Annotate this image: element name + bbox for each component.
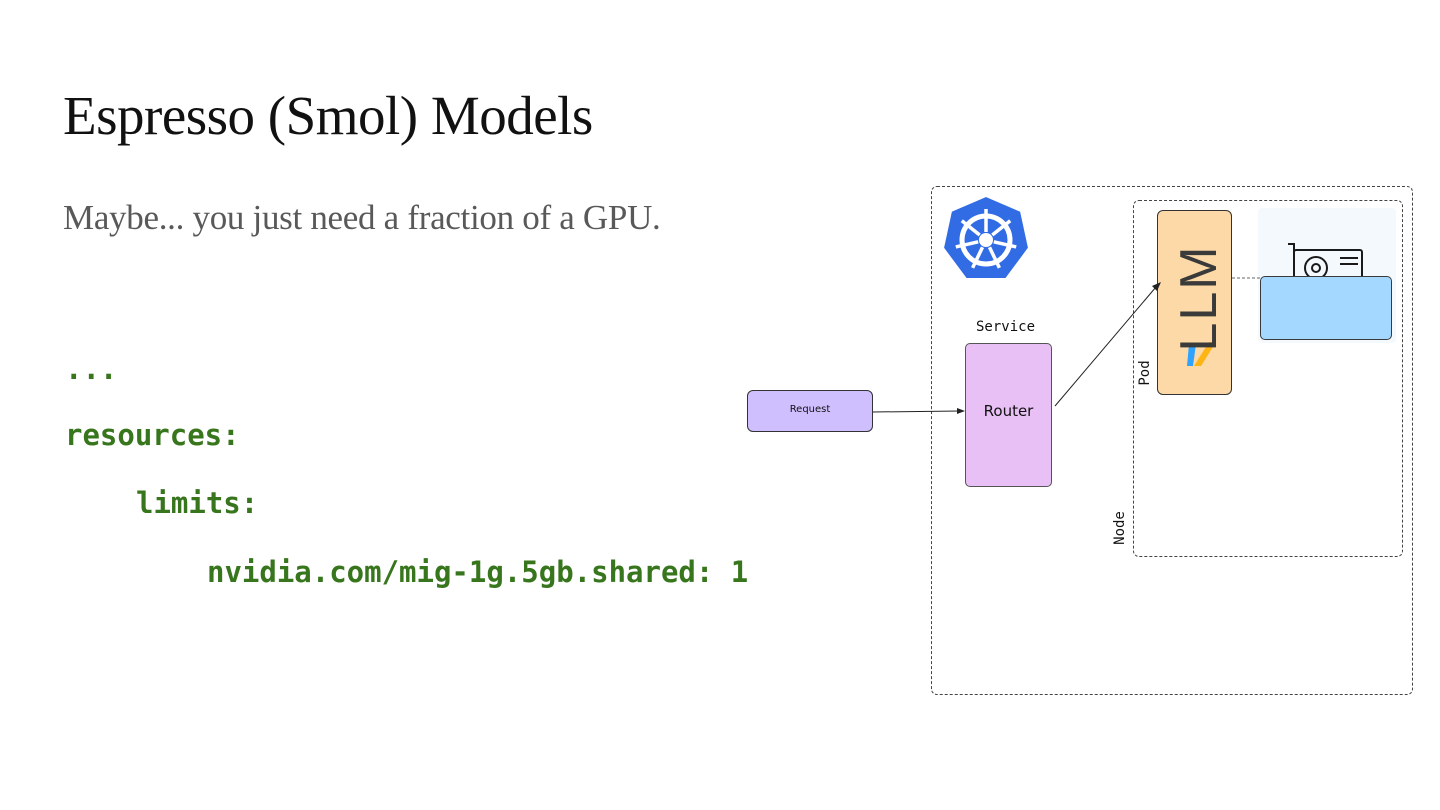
slide-title: Espresso (Smol) Models [63, 85, 593, 146]
node-boundary [1133, 200, 1403, 557]
code-line-ellipsis: ... [65, 352, 118, 386]
router-label: Router [983, 402, 1034, 420]
router-to-pod-arrow [1054, 286, 1157, 407]
cluster-boundary [931, 186, 1413, 695]
code-line-gpu-limit: nvidia.com/mig-1g.5gb.shared: 1 [207, 555, 749, 589]
request-label: Request [789, 404, 831, 415]
gpu-mig-slice [1260, 276, 1392, 340]
llm-label: LLM [1170, 244, 1228, 352]
code-line-limits: limits: [136, 486, 259, 520]
code-line-resources: resources: [65, 418, 240, 452]
service-label: Service [976, 319, 1036, 335]
request-to-router-arrowhead [957, 408, 965, 414]
slide-subtitle: Maybe... you just need a fraction of a G… [63, 198, 661, 237]
router-box [965, 343, 1052, 487]
request-to-router-arrow [872, 410, 961, 413]
pod-box [1157, 210, 1232, 395]
pod-label: Pod [1137, 360, 1153, 386]
node-label: Node [1112, 511, 1128, 545]
router-to-pod-arrowhead [1152, 282, 1161, 291]
request-box [747, 390, 873, 432]
